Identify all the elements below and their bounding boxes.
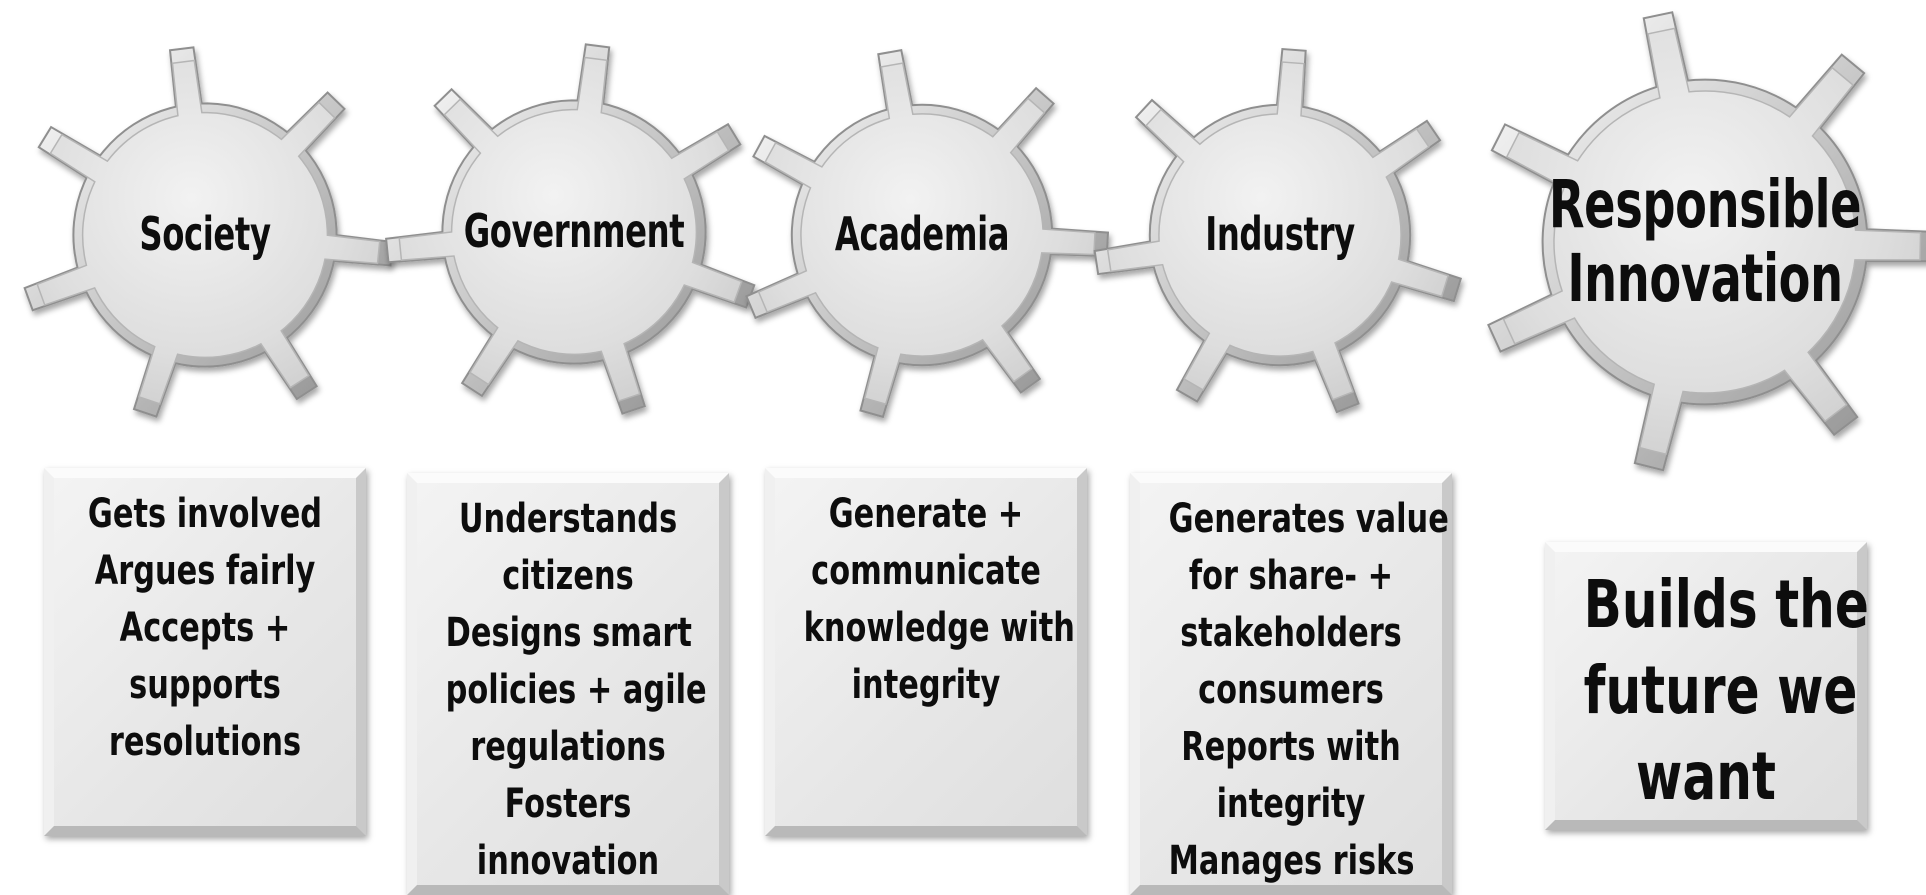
card-line: Fosters: [504, 781, 632, 827]
gear-label-line: Innovation: [1567, 240, 1843, 317]
card-text-academia: Generate + communicate knowledge with integ…: [803, 486, 1075, 714]
card-line: consumers: [1198, 667, 1384, 713]
gear-responsible-innovation-face: [1502, 27, 1922, 456]
gear-label-academia: Academia: [834, 207, 1010, 262]
card-line: citizens: [502, 553, 634, 599]
card-industry: Generates value for share- + stakeholders c…: [1130, 473, 1452, 895]
card-text-responsible-innovation: Builds the future we want: [1583, 562, 1869, 820]
card-line: integrity: [851, 662, 1001, 708]
gear-society-face: [36, 59, 381, 405]
card-line: Gets involved: [87, 491, 323, 537]
card-line: communicate: [811, 548, 1041, 594]
card-line: Generates value: [1168, 496, 1449, 542]
gear-label-line: Society: [139, 207, 271, 262]
card-line: resolutions: [108, 719, 302, 765]
card-academia: Generate + communicate knowledge with integ…: [765, 468, 1087, 836]
card-line: knowledge with: [803, 605, 1075, 651]
gear-label-line: Academia: [834, 207, 1010, 262]
gear-responsible-innovation: [1487, 11, 1926, 472]
card-line: Designs smart: [445, 610, 692, 656]
gear-label-industry: Industry: [1205, 209, 1355, 261]
gear-academia-face: [757, 62, 1096, 406]
card-line: Builds the: [1583, 566, 1869, 643]
card-text-industry: Generates value for share- + stakeholders c…: [1168, 491, 1449, 890]
gear-label-government: Government: [464, 206, 685, 258]
card-line: for share- +: [1188, 553, 1394, 599]
card-line: supports: [129, 662, 281, 708]
card-line: innovation: [476, 838, 660, 884]
card-line: regulations: [470, 724, 666, 770]
card-line: Accepts +: [119, 605, 291, 651]
gear-academia: [745, 49, 1110, 419]
card-line: Generate +: [828, 491, 1024, 537]
card-line: Manages risks: [1168, 838, 1415, 884]
gear-industry: [1093, 47, 1463, 414]
card-line: Reports with: [1181, 724, 1401, 770]
card-line: stakeholders: [1180, 610, 1402, 656]
card-line: future we: [1583, 652, 1858, 729]
gear-label-line: Industry: [1205, 207, 1355, 262]
card-line: Understands: [458, 496, 678, 542]
card-responsible-innovation: Builds the future we want: [1545, 542, 1869, 830]
gear-label-line: Government: [463, 204, 685, 259]
gear-label-line: Responsible: [1548, 166, 1862, 244]
card-line: want: [1636, 738, 1776, 815]
gear-label-society: Society: [139, 207, 271, 262]
gear-government: [385, 43, 756, 415]
card-line: policies + agile: [445, 667, 707, 713]
gear-industry-face: [1106, 61, 1450, 401]
gear-society: [23, 46, 394, 418]
card-line: integrity: [1216, 781, 1366, 827]
gear-government-face: [398, 56, 743, 402]
card-line: Argues fairly: [94, 548, 316, 594]
